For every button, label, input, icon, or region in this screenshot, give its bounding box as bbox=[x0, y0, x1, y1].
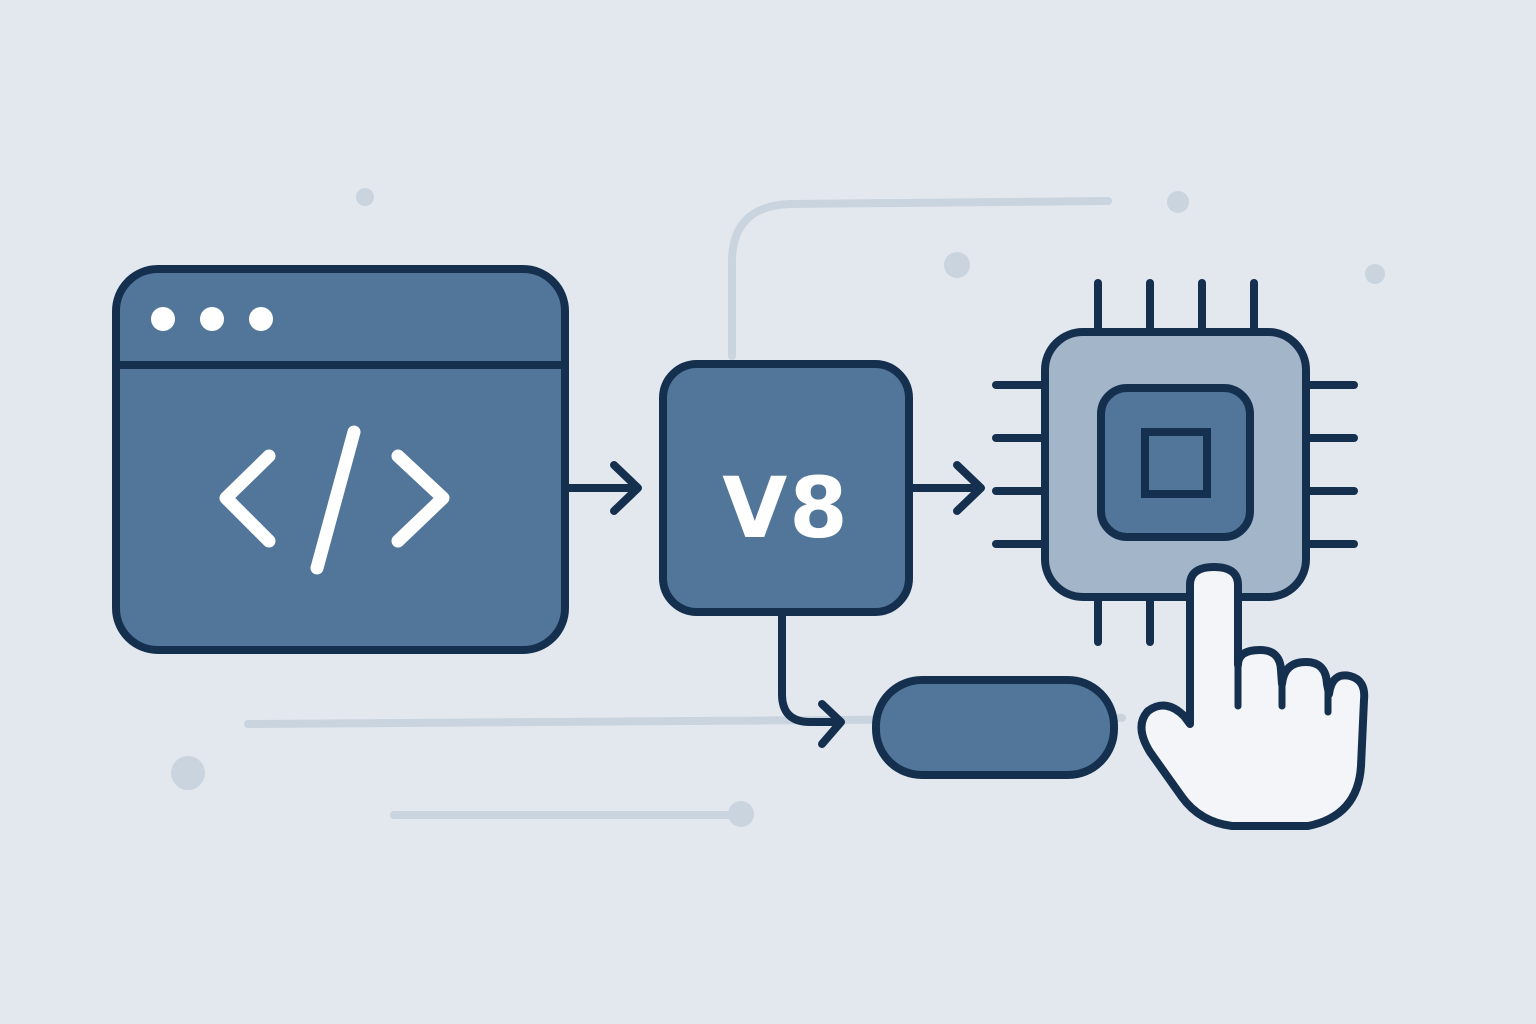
browser-window bbox=[112, 265, 569, 654]
arrow-to-output bbox=[778, 610, 845, 748]
arrow-to-engine bbox=[563, 461, 642, 515]
cpu-chip-icon bbox=[992, 279, 1358, 646]
window-dot-icon bbox=[151, 307, 175, 331]
decorative-dots bbox=[171, 188, 1385, 827]
v8-engine-label: V8 bbox=[722, 459, 849, 557]
window-dot-icon bbox=[200, 307, 224, 331]
decor-dot bbox=[171, 756, 205, 790]
decor-dot bbox=[944, 252, 970, 278]
hand-finger-creases bbox=[1234, 659, 1332, 716]
decor-dot bbox=[356, 188, 374, 206]
decor-dot bbox=[1365, 264, 1385, 284]
chip-pins bbox=[992, 279, 1358, 646]
decor-line-top bbox=[728, 197, 1112, 360]
window-dot-icon bbox=[249, 307, 273, 331]
v8-engine-box: V8 bbox=[659, 360, 913, 616]
code-icon bbox=[219, 425, 450, 575]
output-bar bbox=[872, 676, 1118, 779]
arrow-to-chip bbox=[907, 461, 985, 515]
decor-dot bbox=[1167, 191, 1189, 213]
chip-die bbox=[1141, 428, 1211, 498]
decor-dot bbox=[728, 801, 754, 827]
